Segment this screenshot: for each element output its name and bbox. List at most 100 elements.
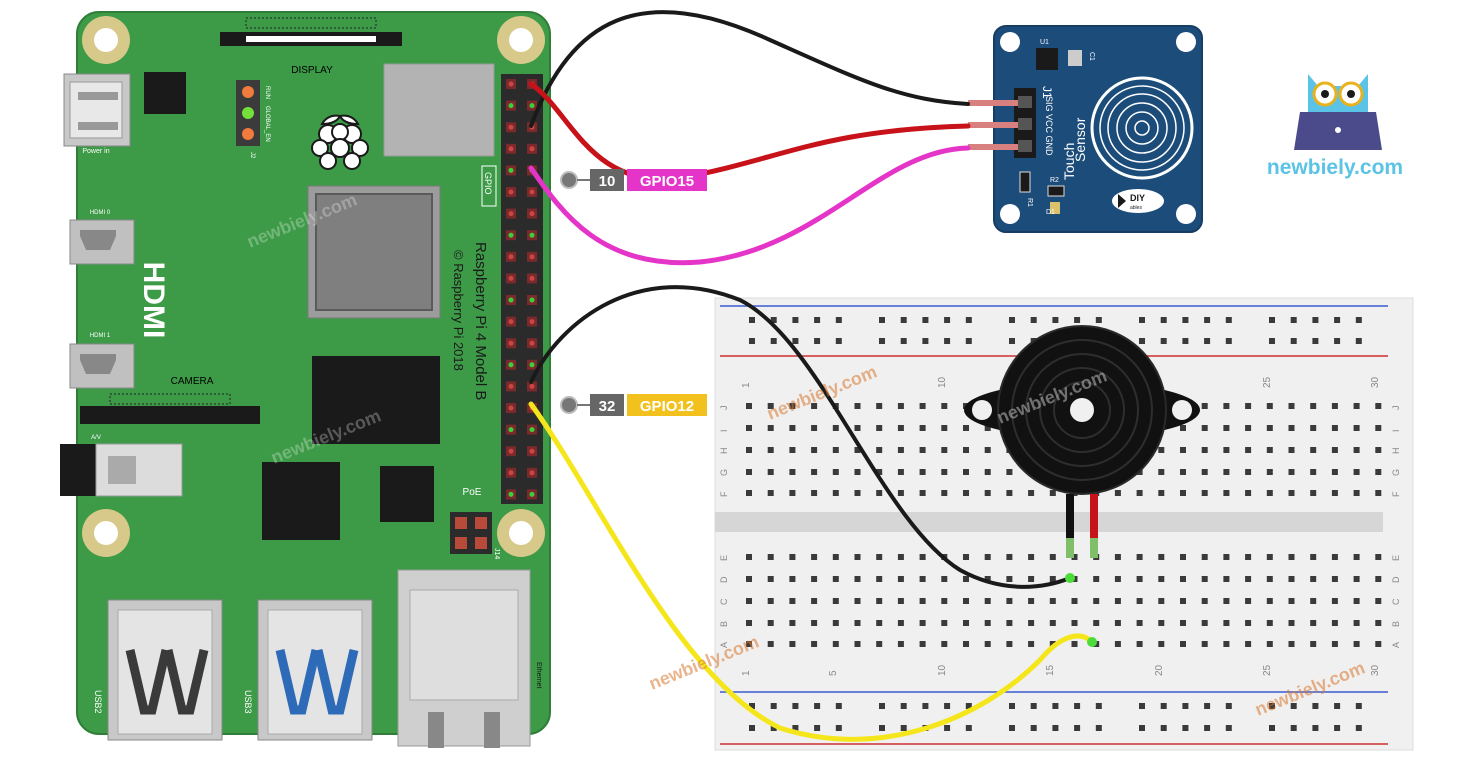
gpio-pin-dot xyxy=(508,470,514,476)
breadboard-hole xyxy=(1028,641,1035,647)
breadboard-hole xyxy=(900,317,907,323)
sensor-c1-label: C1 xyxy=(1088,52,1095,61)
breadboard-hole xyxy=(854,598,861,604)
breadboard-hole xyxy=(854,447,861,453)
breadboard-hole xyxy=(879,317,885,323)
breadboard-hole xyxy=(1310,554,1317,560)
gpio-pin-dot xyxy=(508,340,514,346)
breadboard-hole xyxy=(1180,425,1186,431)
bb-row-D-right: D xyxy=(1391,576,1401,583)
gpio-pin-dot xyxy=(529,146,535,152)
hdmi1-label: HDMI 1 xyxy=(90,333,111,339)
breadboard-hole xyxy=(897,490,904,496)
bb-row-G-left: G xyxy=(719,469,729,476)
breadboard-hole xyxy=(832,469,839,475)
ethernet-label: Ethernet xyxy=(535,662,542,689)
sensor-pin-labels: SIG VCC GND xyxy=(1044,96,1054,156)
breadboard-hole xyxy=(1136,620,1143,626)
breadboard-hole xyxy=(1266,447,1273,453)
wire-buzzer-gnd xyxy=(529,285,1072,589)
breadboard-hole xyxy=(746,576,752,582)
breadboard-hole xyxy=(1223,425,1230,431)
breadboard-hole xyxy=(922,317,929,323)
breadboard-hole xyxy=(922,703,929,709)
usb2-port: USB2 xyxy=(93,599,223,741)
breadboard-hole xyxy=(1006,641,1013,647)
gpio-pin-dot xyxy=(529,297,535,303)
breadboard-hole xyxy=(767,490,774,496)
breadboard-hole xyxy=(1288,425,1295,431)
breadboard-hole xyxy=(1160,725,1167,731)
bb-row-H-right: H xyxy=(1391,448,1401,455)
pin10-label: GPIO15 xyxy=(640,173,694,190)
breadboard-hole xyxy=(1006,620,1013,626)
breadboard-hole xyxy=(1266,620,1273,626)
breadboard-hole xyxy=(1266,576,1273,582)
breadboard-hole xyxy=(1310,598,1317,604)
breadboard-hole xyxy=(1223,598,1230,604)
breadboard-hole xyxy=(1375,490,1382,496)
wifi-shield xyxy=(383,63,495,157)
gpio-pin-dot xyxy=(508,383,514,389)
breadboard-hole xyxy=(984,447,991,453)
breadboard-hole xyxy=(814,338,821,344)
buzzer-sig-endpoint xyxy=(1087,637,1097,647)
breadboard-hole xyxy=(1245,554,1252,560)
buzzer-gnd-endpoint xyxy=(1065,573,1075,583)
breadboard-hole xyxy=(984,598,991,604)
breadboard-hole xyxy=(1353,641,1360,647)
bb-row-H-left: H xyxy=(719,448,729,455)
breadboard-hole xyxy=(1160,317,1167,323)
breadboard-hole xyxy=(1158,598,1165,604)
breadboard-hole xyxy=(1204,703,1211,709)
breadboard-hole xyxy=(1269,725,1275,731)
breadboard-hole xyxy=(963,425,969,431)
breadboard-hole xyxy=(749,725,755,731)
poe-header: PoE J14 xyxy=(450,487,500,559)
breadboard-hole xyxy=(746,403,752,409)
bb-num-bot-20: 20 xyxy=(1154,664,1165,676)
touch-pad xyxy=(1090,76,1194,180)
ram-chip xyxy=(312,356,440,444)
board-model-line1: Raspberry Pi 4 Model B xyxy=(472,242,489,400)
bb-row-D-left: D xyxy=(719,576,729,583)
breadboard-hole xyxy=(1006,576,1013,582)
pin32-number: 32 xyxy=(599,398,616,415)
breadboard-hole xyxy=(835,725,842,731)
breadboard-hole xyxy=(1006,554,1013,560)
sensor-title-line2: Sensor xyxy=(1072,117,1088,162)
bb-num-bot-5: 5 xyxy=(828,670,839,676)
breadboard-hole xyxy=(1095,317,1102,323)
led-run-label: RUN xyxy=(264,86,270,99)
bb-row-letters: J I H G F E D C B A J I H G F E D C B A xyxy=(719,406,1401,649)
breadboard-hole xyxy=(876,598,883,604)
breadboard-hole xyxy=(1006,469,1013,475)
breadboard-hole xyxy=(919,598,926,604)
breadboard-hole xyxy=(1139,338,1145,344)
breadboard-hole xyxy=(789,447,796,453)
breadboard-hole xyxy=(944,338,951,344)
breadboard-hole xyxy=(1136,641,1143,647)
gpio-header: GPIO xyxy=(481,74,543,504)
breadboard-hole xyxy=(1310,576,1317,582)
breadboard-hole xyxy=(832,425,839,431)
sensor-r1-label: R1 xyxy=(1026,198,1033,207)
breadboard-hole xyxy=(1288,641,1295,647)
av-jack: A/V xyxy=(60,435,183,497)
breadboard-hole xyxy=(854,469,861,475)
gpio-pin-dot xyxy=(529,491,535,497)
buzzer xyxy=(964,325,1200,558)
bb-row-C-left: C xyxy=(719,598,729,605)
hdmi1-port: HDMI 1 xyxy=(69,333,135,389)
bb-num-top-30: 30 xyxy=(1370,376,1381,388)
breadboard-hole xyxy=(1375,469,1382,475)
breadboard-hole xyxy=(1071,554,1078,560)
breadboard-hole xyxy=(792,317,799,323)
gpio-pin-dot xyxy=(508,362,514,368)
breadboard-hole xyxy=(1158,469,1165,475)
power-port: Power in xyxy=(63,73,131,155)
breadboard-hole xyxy=(770,725,777,731)
breadboard-hole xyxy=(1266,403,1273,409)
gpio-pin-dot xyxy=(508,124,514,130)
breadboard-hole xyxy=(811,576,818,582)
